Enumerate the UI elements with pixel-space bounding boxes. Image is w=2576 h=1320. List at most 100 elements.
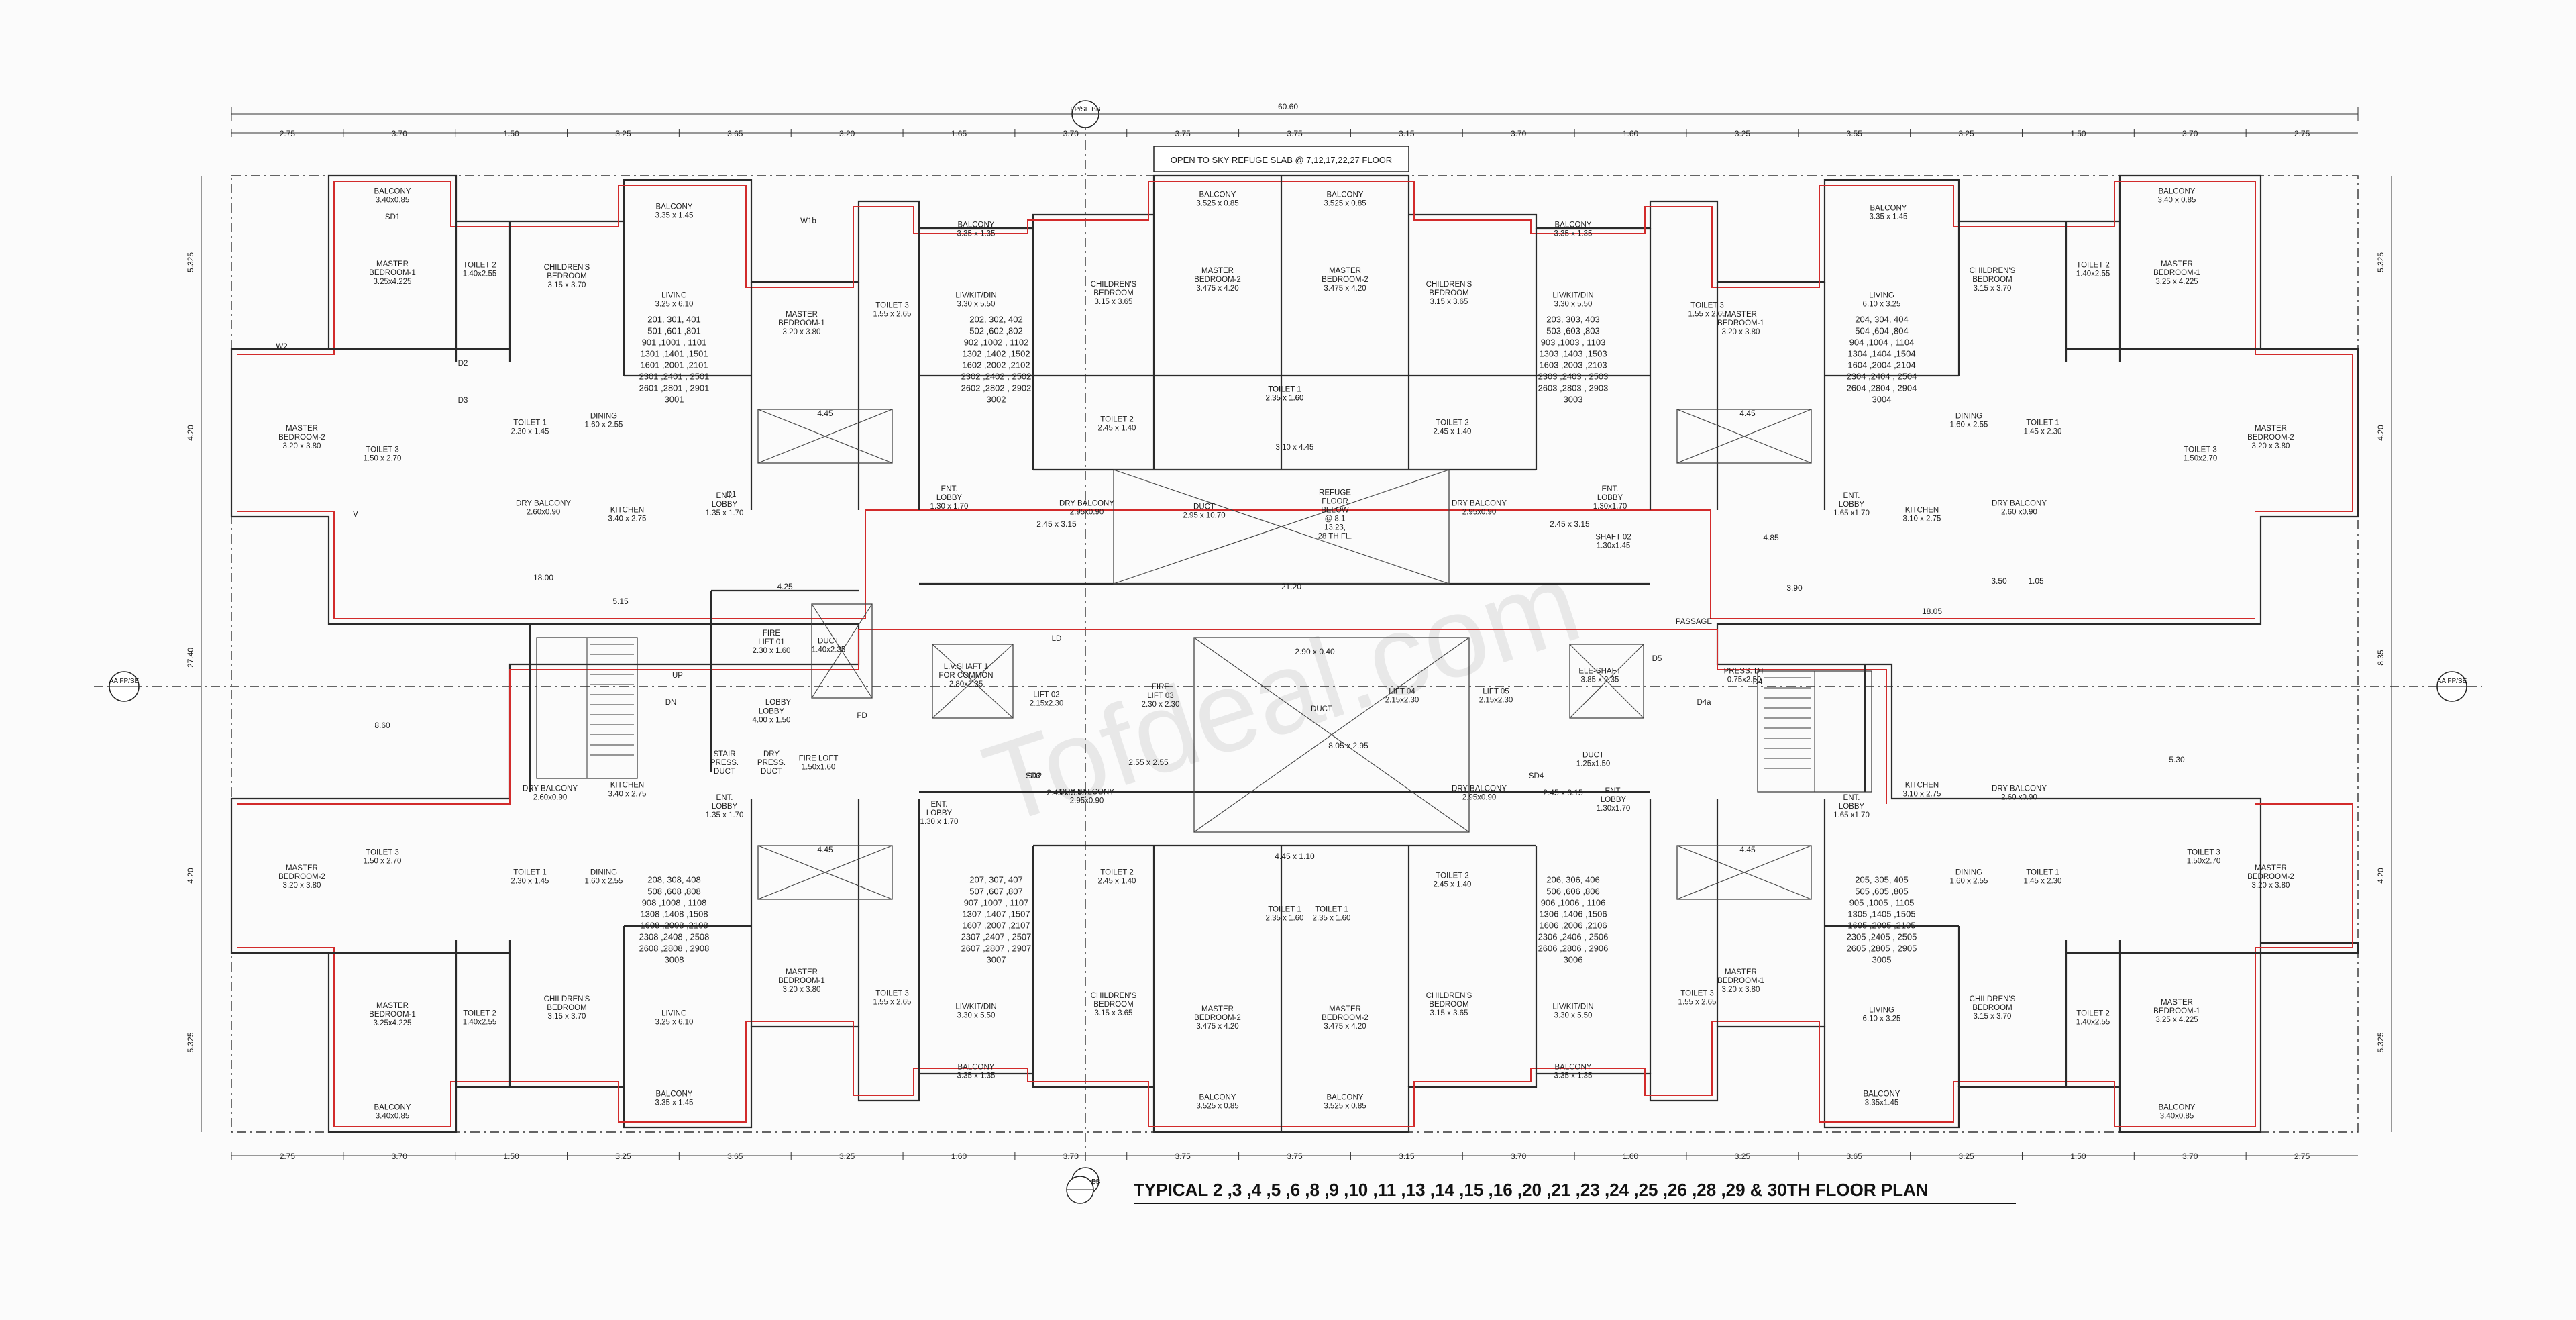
door-window-tag: D2 [458, 360, 468, 368]
bottom-dimension-label: 3.70 [2182, 1152, 2198, 1161]
right-dimension-label: 8.35 [2376, 650, 2385, 666]
overall-dimension-line: 60.60 [231, 102, 2359, 121]
building-walls [230, 174, 2359, 1133]
misc-dimension-label: 8.60 [374, 721, 390, 730]
misc-dimension-label: 4.25 [777, 582, 793, 591]
misc-dimension-label: 2.55 x 2.55 [1128, 758, 1169, 767]
top-dimension-label: 3.25 [615, 129, 631, 138]
overall-dimension-label: 60.60 [1278, 102, 1298, 111]
left-dimension-label: 4.20 [186, 425, 195, 441]
bottom-dimension-label: 3.65 [1847, 1152, 1863, 1161]
bottom-dimension-label: 3.70 [1511, 1152, 1527, 1161]
section-tag-right: AA FP/SE [2436, 671, 2467, 702]
top-dimension-label: 3.70 [2182, 129, 2198, 138]
misc-dimension-label: 4.45 [817, 409, 833, 418]
bottom-dimension-label: 2.75 [280, 1152, 296, 1161]
refuge-note-box [1153, 146, 1409, 172]
misc-dimension-label: 4.45 x 1.10 [1275, 852, 1315, 861]
misc-dimension-label: 2.45 x 3.15 [1046, 788, 1087, 797]
misc-dimension-label: 2.45 x 3.15 [1543, 788, 1583, 797]
bottom-dimension-label: 3.15 [1399, 1152, 1415, 1161]
misc-dimension-label: 2.90 x 0.40 [1295, 647, 1335, 656]
misc-dimension-label: 4.85 [1763, 533, 1779, 542]
door-window-tag: DN [665, 699, 677, 707]
misc-dimension-label: 2.45 x 3.15 [1036, 519, 1077, 529]
bottom-dimension-label: 1.60 [951, 1152, 967, 1161]
bottom-dimension-label: 3.25 [839, 1152, 855, 1161]
top-dimension-label: 3.55 [1847, 129, 1863, 138]
finish-outline [237, 181, 2353, 1127]
top-dimension-label: 3.70 [1063, 129, 1079, 138]
bottom-dimension-label: 3.75 [1287, 1152, 1303, 1161]
bottom-dimension-label: 3.25 [1958, 1152, 1974, 1161]
right-dimension-label: 5.325 [2376, 1032, 2385, 1052]
door-window-tag: W1b [800, 217, 816, 225]
bottom-dimension-label: 3.75 [1175, 1152, 1191, 1161]
door-window-tag: SD4 [1529, 772, 1544, 780]
bottom-dimension-label: 1.50 [503, 1152, 519, 1161]
bottom-dimensions: 2.75 3.70 1.50 3.25 3.65 3.25 1.60 3.70 3.75 3.75… [231, 1152, 2310, 1161]
misc-dimension-label: 3.50 [1991, 576, 2007, 586]
top-dimension-label: 1.65 [951, 129, 967, 138]
top-dimension-label: 1.50 [2070, 129, 2086, 138]
left-dimension-label: 5.325 [186, 252, 195, 272]
misc-dimension-label: 18.05 [1922, 607, 1942, 616]
interior-partitions [329, 176, 2261, 1132]
door-window-tag: SD3 [1026, 772, 1040, 780]
plan-title-block: TYPICAL 2 ,3 ,4 ,5 ,6 ,8 ,9 ,10 ,11 ,13 … [1066, 1176, 2016, 1204]
bottom-dimension-label: 2.75 [2294, 1152, 2310, 1161]
top-dimension-label: 3.75 [1287, 129, 1303, 138]
right-dimension-label: 4.20 [2376, 868, 2385, 884]
door-window-tag: FD [857, 712, 867, 720]
